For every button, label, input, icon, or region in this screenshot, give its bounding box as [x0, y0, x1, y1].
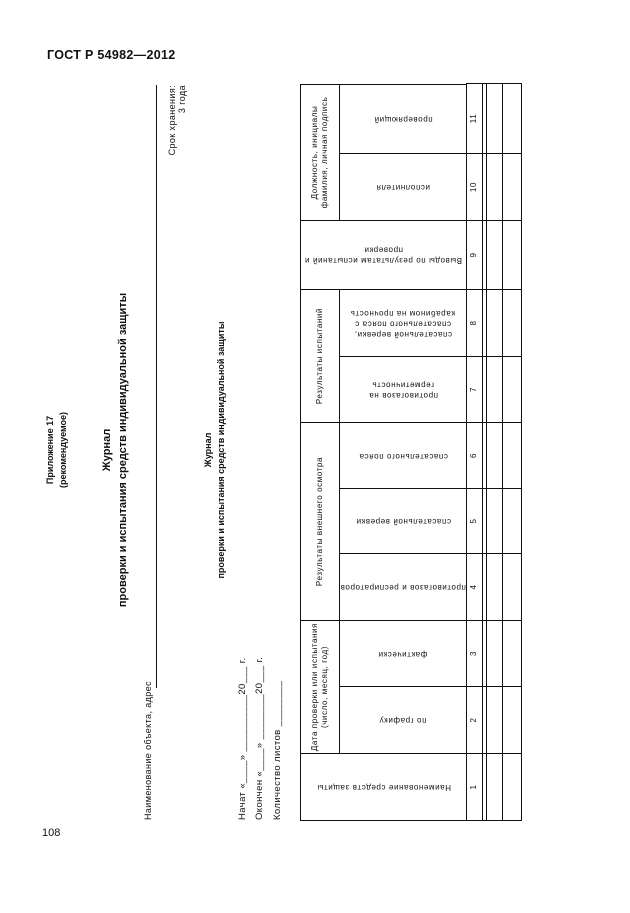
column-number: 6: [466, 422, 483, 489]
column-number-label: 11: [469, 113, 479, 124]
column-number: 10: [466, 153, 483, 221]
header-group-date: Дата проверки или испытания (число, меся…: [300, 620, 340, 754]
table-cell[interactable]: [502, 153, 522, 221]
table-cell[interactable]: [486, 289, 503, 357]
col11-label: проверяющий: [373, 115, 433, 125]
table-cell[interactable]: [502, 83, 522, 154]
col4-label: противогазов и респираторов: [340, 583, 466, 593]
column-number-label: 3: [469, 650, 479, 657]
table-cell[interactable]: [486, 220, 503, 290]
col3-label: фактически: [378, 649, 428, 659]
cover-title-line2: проверки и испытания средств индивидуаль…: [116, 292, 129, 608]
table-cell[interactable]: [502, 422, 522, 489]
group-sign-label: Должность, инициалы фамилия, личная подп…: [309, 96, 329, 209]
form-title-line2: проверки и испытания средств индивидуаль…: [215, 321, 226, 579]
header-col2: по графику: [339, 686, 467, 754]
sheets-count: Количество листов ________: [272, 680, 283, 820]
table-cell[interactable]: [486, 686, 503, 754]
group-visual-label: Результаты внешнего осмотра: [314, 456, 324, 587]
table-cell[interactable]: [486, 753, 503, 821]
col5-label: спасательной веревки: [355, 517, 451, 527]
header-col7: противогазов на герметичность: [339, 356, 467, 423]
header-col1: Наименование средств защиты: [300, 753, 467, 821]
header-col6: спасательного пояса: [339, 422, 467, 489]
appendix-subtitle: (рекомендуемое): [57, 412, 68, 488]
table-cell[interactable]: [502, 753, 522, 821]
group-date-label: Дата проверки или испытания (число, меся…: [309, 622, 329, 752]
appendix: Приложение 17 (рекомендуемое): [44, 300, 69, 600]
cover-title: Журнал проверки и испытания средств инди…: [100, 250, 132, 650]
page-number: 108: [42, 827, 61, 839]
column-number-label: 1: [469, 784, 479, 790]
cover-title-line1: Журнал: [101, 428, 113, 472]
header-col5: спасательной веревки: [339, 488, 467, 554]
table-cell[interactable]: [486, 422, 503, 489]
column-number-label: 9: [469, 252, 479, 258]
header-col8: спасательной веревки, спасательного пояс…: [339, 289, 467, 357]
table-cell[interactable]: [502, 356, 522, 423]
col7-label: противогазов на герметичность: [368, 380, 438, 400]
col6-label: спасательного пояса: [358, 451, 448, 461]
column-number: 9: [466, 220, 483, 290]
form-title: Журнал проверки и испытания средств инди…: [202, 250, 227, 650]
column-number-label: 5: [469, 518, 479, 524]
object-line: [156, 85, 157, 688]
finished-field: Окончен «____» ________20___ г.: [254, 656, 265, 820]
column-number-label: 8: [469, 320, 479, 326]
col2-label: по графику: [379, 716, 427, 726]
header-col10: исполнителя: [339, 153, 467, 221]
retention: Срок хранения: 3 года: [167, 85, 187, 155]
header-group-tests: Результаты испытаний: [300, 289, 340, 423]
table-cell[interactable]: [502, 488, 522, 554]
column-number: 5: [466, 488, 483, 554]
form-title-line1: Журнал: [203, 432, 213, 468]
started-field: Начат «____» __________20___ г.: [237, 657, 248, 820]
col9-label: Выводы по результатам испытаний и провер…: [304, 246, 463, 266]
table-cell[interactable]: [486, 488, 503, 554]
table-cell[interactable]: [502, 620, 522, 687]
standard-number: ГОСТ Р 54982—2012: [47, 48, 176, 62]
table-cell[interactable]: [486, 356, 503, 423]
col10-label: исполнителя: [376, 183, 430, 193]
column-number-label: 6: [469, 452, 479, 459]
retention-label: Срок хранения:: [167, 85, 177, 156]
column-number: 3: [466, 620, 483, 687]
table-cell[interactable]: [502, 686, 522, 754]
col8-label: спасательной веревки, спасательного пояс…: [350, 308, 456, 339]
table-cell[interactable]: [486, 153, 503, 221]
object-label: Наименование объекта, адрес: [143, 680, 153, 820]
header-col4: противогазов и респираторов: [339, 553, 467, 621]
table-cell[interactable]: [502, 220, 522, 290]
header-group-visual: Результаты внешнего осмотра: [300, 422, 340, 621]
header-group-sign: Должность, инициалы фамилия, личная подп…: [300, 84, 340, 221]
group-tests-label: Результаты испытаний: [314, 307, 324, 405]
column-number: 11: [466, 83, 483, 154]
table-cell[interactable]: [502, 289, 522, 357]
header-col9: Выводы по результатам испытаний и провер…: [300, 220, 467, 290]
table-cell[interactable]: [486, 553, 503, 621]
column-number: 7: [466, 356, 483, 423]
col1-label: Наименование средств защиты: [316, 783, 451, 793]
column-number-label: 7: [469, 386, 479, 393]
table-cell[interactable]: [486, 620, 503, 687]
column-number: 8: [466, 289, 483, 357]
header-col3: фактически: [339, 620, 467, 687]
column-number-label: 4: [469, 584, 479, 590]
column-number: 1: [466, 753, 483, 821]
retention-value: 3 года: [177, 85, 187, 114]
table-cell[interactable]: [502, 553, 522, 621]
column-number: 2: [466, 686, 483, 754]
column-number-label: 2: [469, 717, 479, 723]
column-number: 4: [466, 553, 483, 621]
table-cell[interactable]: [486, 83, 503, 154]
appendix-title: Приложение 17: [45, 415, 55, 485]
header-col11: проверяющий: [339, 84, 467, 154]
column-number-label: 10: [469, 181, 479, 193]
